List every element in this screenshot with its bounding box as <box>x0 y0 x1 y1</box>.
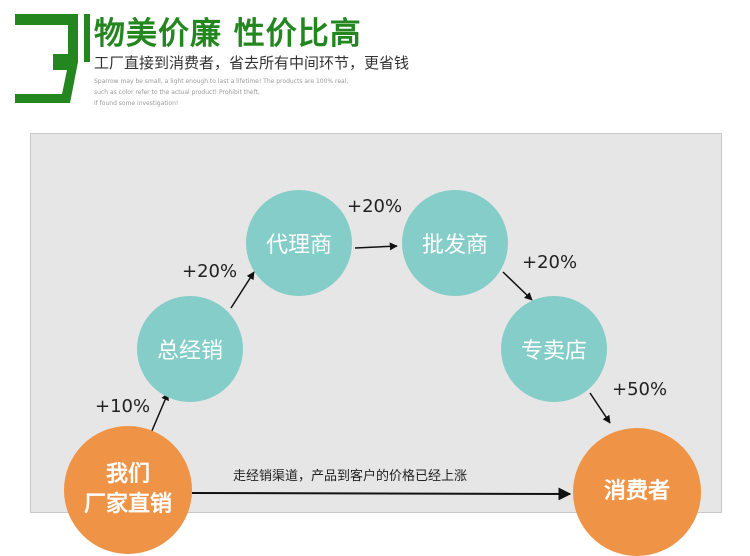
node-factory-direct: 我们 厂家直销 <box>64 426 192 554</box>
markup-agent-to-wholesaler: +20% <box>347 196 403 217</box>
channel-price-note: 走经销渠道，产品到客户的价格已经上涨 <box>233 469 468 484</box>
fine-print-line: if found some investigation! <box>94 100 179 107</box>
markup-store-to-consumer: +50% <box>612 379 668 400</box>
arrow-channel-route <box>191 487 572 500</box>
arrow-general-to-agent <box>230 271 255 309</box>
node-label: 批发商 <box>421 233 488 258</box>
markup-factory-to-general: +10% <box>95 396 151 417</box>
markup-wholesaler-to-store: +20% <box>522 252 578 273</box>
node-agent: 代理商 <box>246 190 352 296</box>
arrow-factory-to-general <box>150 392 169 434</box>
node-specialty-store: 专卖店 <box>501 296 607 402</box>
node-label: 消费者 <box>603 479 670 504</box>
markup-general-to-agent: +20% <box>182 261 238 282</box>
node-consumer: 消费者 <box>573 428 701 556</box>
fine-print-line: such as color refer to the actual produc… <box>94 89 260 96</box>
node-label: 专卖店 <box>520 339 587 364</box>
fine-print-line: Sparrow may be small, a light enough to … <box>94 78 349 85</box>
arrow-agent-to-wholesaler <box>354 242 398 251</box>
logo-stroke-top <box>15 14 78 62</box>
node-label-line: 我们 <box>105 462 150 487</box>
page-subtitle: 工厂直接到消费者，省去所有中间环节，更省钱 <box>94 54 410 72</box>
section-number-3-logo <box>15 14 90 103</box>
node-label: 代理商 <box>265 233 332 258</box>
flow-arrows <box>150 242 611 500</box>
page-title: 物美价廉 性价比高 <box>94 16 362 52</box>
logo-stroke-bottom <box>15 62 78 103</box>
fine-print: Sparrow may be small, a light enough to … <box>94 76 348 109</box>
node-general-distributor: 总经销 <box>137 296 243 402</box>
node-label-line: 厂家直销 <box>83 492 172 517</box>
arrow-store-to-consumer <box>589 392 611 424</box>
arrow-wholesaler-to-store <box>502 271 533 301</box>
node-label: 总经销 <box>156 339 223 364</box>
node-wholesaler: 批发商 <box>402 190 508 296</box>
logo-bar-top <box>84 14 90 62</box>
